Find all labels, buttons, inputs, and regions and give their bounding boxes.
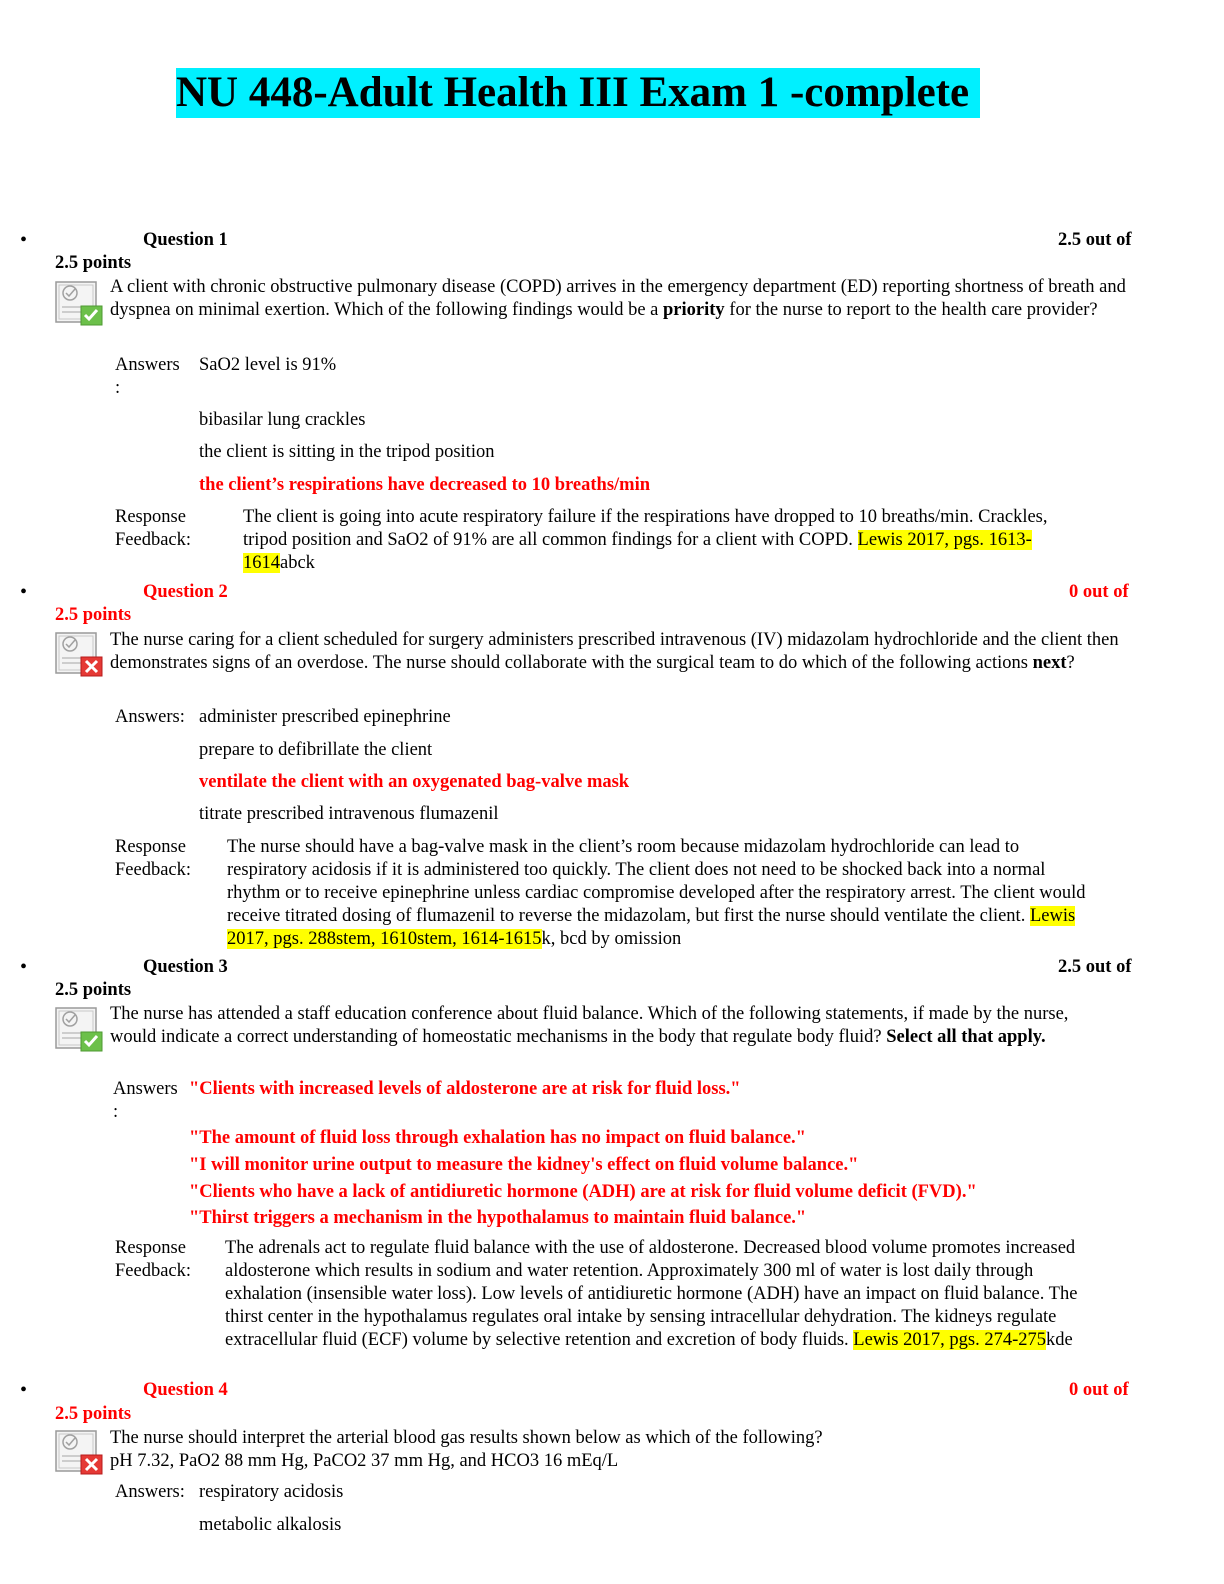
feedback-label: Feedback: bbox=[115, 1261, 192, 1281]
x-icon bbox=[55, 1430, 103, 1475]
correct-answer: "Clients who have a lack of antidiuretic… bbox=[189, 1182, 977, 1202]
question-stem: The nurse has attended a staff education… bbox=[110, 1004, 1069, 1047]
bullet: • bbox=[20, 1379, 28, 1401]
correct-answer: ventilate the client with an oxygenated … bbox=[199, 772, 630, 792]
question-stem: The nurse caring for a client scheduled … bbox=[110, 630, 1119, 673]
feedback-label: Response bbox=[115, 837, 186, 857]
question-points: 2.5 points bbox=[55, 605, 132, 625]
question-label: Question 2 bbox=[143, 582, 228, 602]
answer-option: bibasilar lung crackles bbox=[199, 410, 366, 430]
reference-highlight: Lewis 2017, pgs. 274-275 bbox=[853, 1330, 1046, 1350]
page-title: NU 448-Adult Health III Exam 1 -complete bbox=[176, 68, 980, 118]
answer-option: administer prescribed epinephrine bbox=[199, 707, 451, 727]
check-icon bbox=[55, 281, 103, 326]
feedback-label: Feedback: bbox=[115, 860, 192, 880]
question-points: 2.5 points bbox=[55, 253, 132, 273]
correct-answer: "Clients with increased levels of aldost… bbox=[189, 1079, 741, 1099]
answers-label: Answers bbox=[113, 1079, 178, 1099]
feedback-text: The client is going into acute respirato… bbox=[243, 507, 1048, 573]
bullet: • bbox=[20, 581, 28, 603]
correct-answer: the client’s respirations have decreased… bbox=[199, 475, 650, 495]
question-stem-line: pH 7.32, PaO2 88 mm Hg, PaCO2 37 mm Hg, … bbox=[110, 1451, 619, 1471]
question-stem: A client with chronic obstructive pulmon… bbox=[110, 277, 1126, 320]
answers-label: Answers: bbox=[115, 707, 185, 727]
answers-label: Answers: bbox=[115, 1482, 185, 1502]
question-score: 0 out of bbox=[1069, 582, 1129, 602]
question-label: Question 1 bbox=[143, 230, 228, 250]
answers-colon: : bbox=[115, 378, 121, 398]
correct-answer: "I will monitor urine output to measure … bbox=[189, 1155, 859, 1175]
question-points: 2.5 points bbox=[55, 1404, 132, 1424]
x-icon bbox=[55, 632, 103, 677]
question-stem: The nurse should interpret the arterial … bbox=[110, 1428, 823, 1448]
question-label: Question 4 bbox=[143, 1380, 228, 1400]
question-score: 2.5 out of bbox=[1058, 230, 1132, 250]
feedback-label: Feedback: bbox=[115, 530, 192, 550]
correct-answer: "Thirst triggers a mechanism in the hypo… bbox=[189, 1208, 807, 1228]
question-points: 2.5 points bbox=[55, 980, 132, 1000]
answer-option: titrate prescribed intravenous flumazeni… bbox=[199, 804, 499, 824]
answer-option: prepare to defibrillate the client bbox=[199, 740, 433, 760]
question-label: Question 3 bbox=[143, 957, 228, 977]
answers-label: Answers bbox=[115, 355, 180, 375]
answer-option: respiratory acidosis bbox=[199, 1482, 344, 1502]
feedback-text: The nurse should have a bag-valve mask i… bbox=[227, 837, 1086, 949]
answer-option: metabolic alkalosis bbox=[199, 1515, 342, 1535]
answers-colon: : bbox=[113, 1102, 119, 1122]
feedback-text: The adrenals act to regulate fluid balan… bbox=[225, 1238, 1078, 1350]
question-score: 2.5 out of bbox=[1058, 957, 1132, 977]
check-icon bbox=[55, 1007, 103, 1052]
answer-option: the client is sitting in the tripod posi… bbox=[199, 442, 495, 462]
feedback-label: Response bbox=[115, 507, 186, 527]
bullet: • bbox=[20, 956, 28, 978]
answer-option: SaO2 level is 91% bbox=[199, 355, 337, 375]
bullet: • bbox=[20, 229, 28, 251]
feedback-label: Response bbox=[115, 1238, 186, 1258]
correct-answer: "The amount of fluid loss through exhala… bbox=[189, 1128, 806, 1148]
question-score: 0 out of bbox=[1069, 1380, 1129, 1400]
